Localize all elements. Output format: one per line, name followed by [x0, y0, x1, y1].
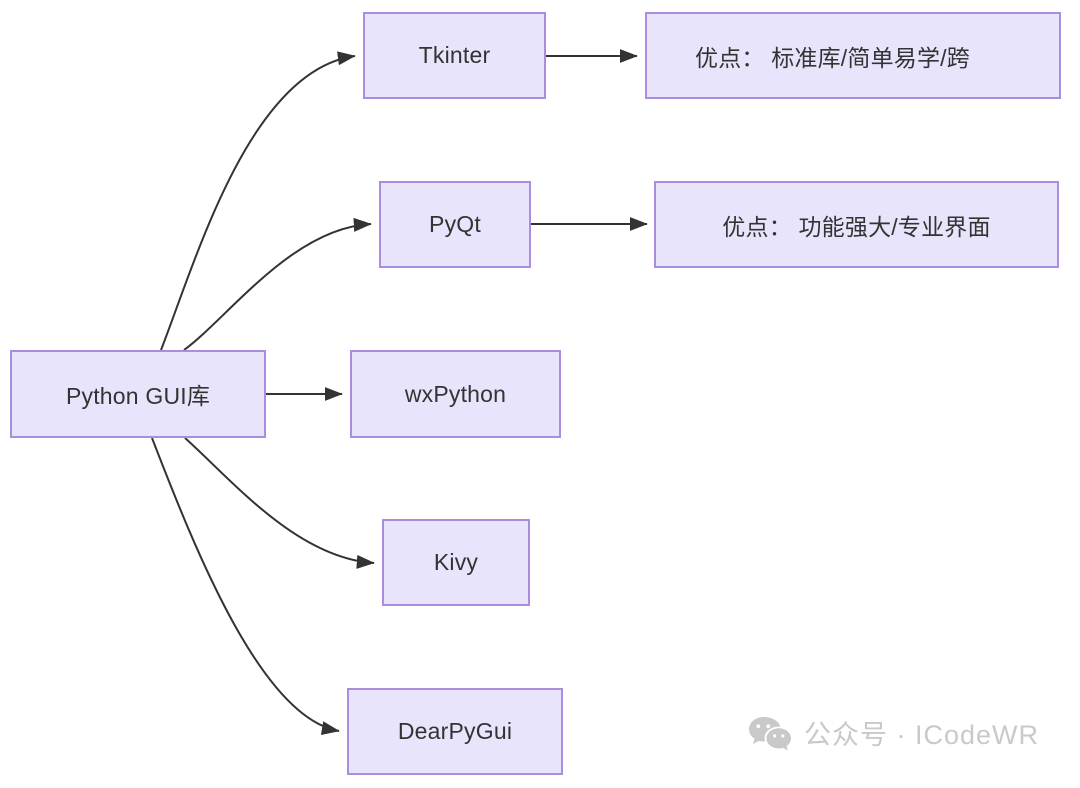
- node-tkinter[interactable]: Tkinter: [363, 12, 546, 99]
- node-dearpygui[interactable]: DearPyGui: [347, 688, 563, 775]
- edge-root-to-kivy: [184, 437, 375, 569]
- node-dearpygui-label: DearPyGui: [397, 718, 513, 744]
- node-python-gui-label: Python GUI库: [65, 383, 211, 409]
- node-pyqt-description-label: 优点： 功能强大/专业界面: [722, 213, 991, 240]
- edge-root-to-pyqt: [183, 217, 372, 351]
- edge-root-to-dearpygui: [151, 437, 340, 736]
- watermark-text: 公众号 · ICodeWR: [804, 720, 1040, 750]
- watermark: 公众号 · ICodeWR: [748, 713, 1039, 752]
- node-wxpython-label: wxPython: [404, 380, 507, 407]
- node-python-gui[interactable]: Python GUI库: [10, 350, 266, 438]
- node-kivy[interactable]: Kivy: [382, 519, 530, 606]
- node-wxpython[interactable]: wxPython: [350, 350, 561, 438]
- node-tkinter-description-label: 优点： 标准库/简单易学/跨: [695, 44, 970, 71]
- wechat-icon: [748, 715, 792, 751]
- node-pyqt-label: PyQt: [429, 211, 481, 237]
- node-tkinter-description[interactable]: 优点： 标准库/简单易学/跨: [645, 12, 1061, 99]
- edge-root-to-tkinter: [160, 51, 356, 351]
- node-pyqt-description[interactable]: 优点： 功能强大/专业界面: [654, 181, 1059, 268]
- node-pyqt[interactable]: PyQt: [379, 181, 531, 268]
- node-kivy-label: Kivy: [433, 549, 479, 575]
- node-tkinter-label: Tkinter: [418, 42, 491, 68]
